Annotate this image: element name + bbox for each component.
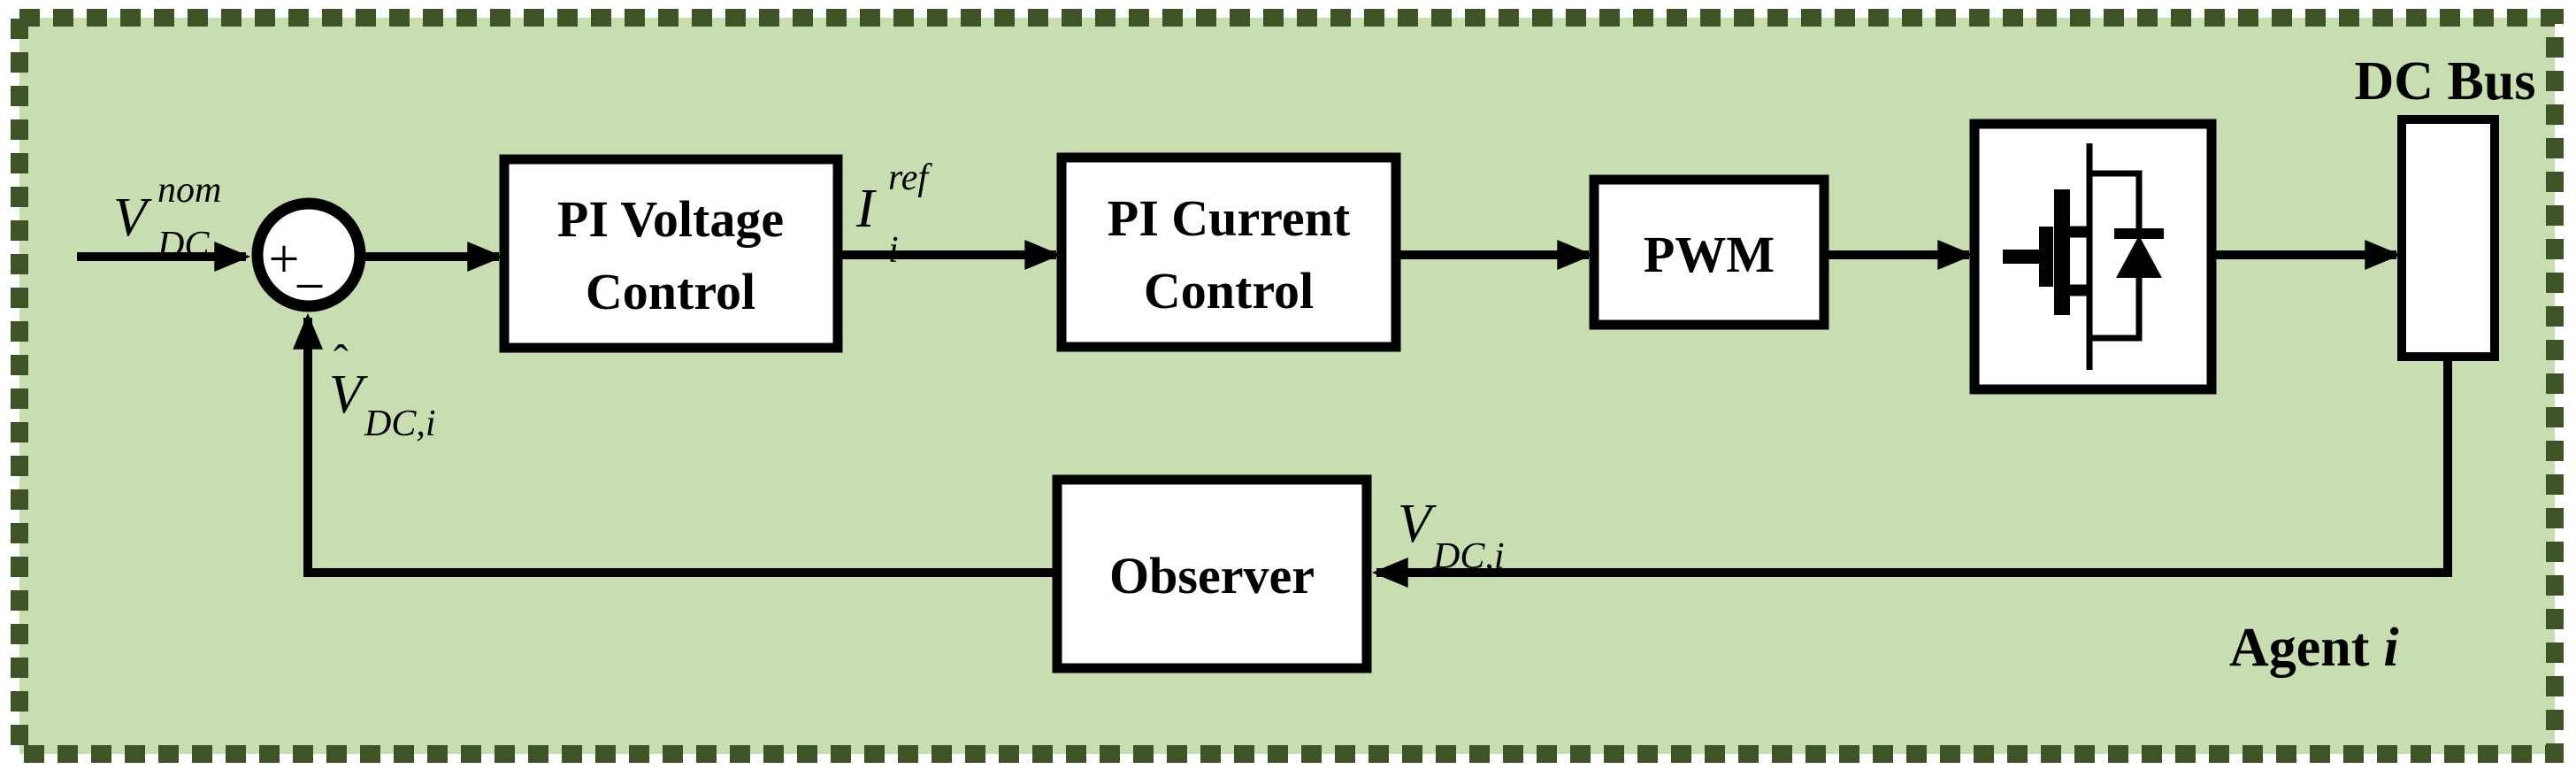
vdc-hat-circumflex: ˆ xyxy=(334,335,349,385)
vdc-nom-sub: DC xyxy=(157,225,210,265)
summing-junction xyxy=(251,197,366,312)
pi-voltage-control-block xyxy=(499,154,843,353)
pwm-block xyxy=(1589,174,1829,330)
vdc-nom-sup: nom xyxy=(157,170,221,211)
diode-branch-top xyxy=(2089,170,2143,230)
i-ref-label: I ref i xyxy=(855,158,932,271)
pi-voltage-label-line1: PI Voltage xyxy=(557,190,784,248)
i-ref-base: I xyxy=(855,179,878,239)
observer-block xyxy=(1052,474,1372,673)
vdc-nom-label: V nom DC xyxy=(113,170,221,265)
vdc-meas-sub: DC,i xyxy=(1432,536,1505,577)
vdc-nom-base: V xyxy=(113,188,152,248)
mosfet-diode-icon xyxy=(2003,143,2164,370)
pi-current-label-line2: Control xyxy=(1144,262,1314,319)
summing-minus-sign: − xyxy=(295,257,326,317)
vdc-meas-label: V DC,i xyxy=(1398,494,1505,577)
i-ref-sub: i xyxy=(888,230,899,271)
pi-current-label-line1: PI Current xyxy=(1108,189,1351,247)
observer-label: Observer xyxy=(1109,547,1315,604)
agent-caption-prefix: Agent xyxy=(2229,618,2370,678)
vdc-meas-base: V xyxy=(1398,494,1437,554)
vdc-hat-label: ˆ V DC,i xyxy=(329,335,436,444)
agent-region-dashed-border xyxy=(11,9,2564,763)
i-ref-sup: ref xyxy=(888,158,932,198)
vdc-hat-sub: DC,i xyxy=(364,404,436,444)
pwm-label: PWM xyxy=(1644,226,1775,283)
agent-caption-index: i xyxy=(2383,618,2398,678)
summing-plus-sign: + xyxy=(269,229,300,289)
pi-voltage-label-line2: Control xyxy=(586,263,755,320)
dc-bus-label: DC Bus xyxy=(2354,51,2535,112)
wire-observer-to-sum xyxy=(292,312,1060,577)
diode-branch-bottom xyxy=(2089,276,2143,342)
diode-triangle xyxy=(2116,235,2162,278)
pi-current-control-block xyxy=(1056,152,1401,352)
wire-dc-bus-to-observer xyxy=(1371,354,2452,589)
dc-bus-bar xyxy=(2397,115,2499,361)
vdc-hat-base: V xyxy=(329,365,368,425)
